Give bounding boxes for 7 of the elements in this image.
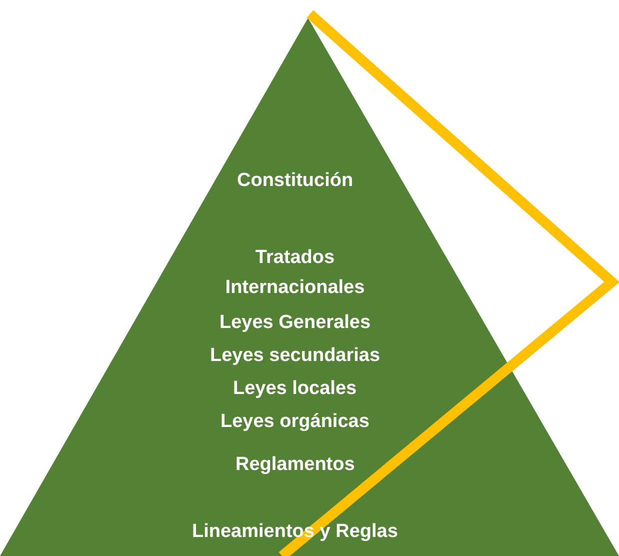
level-label: Tratados Internacionales [224,246,366,300]
level-label: Constitución [237,169,354,193]
level-label: Leyes orgánicas [220,410,370,434]
level-label: Reglamentos [236,453,355,477]
level-label: Leyes Generales [220,311,371,335]
level-label: Leyes secundarias [210,344,380,368]
level-label: Leyes locales [233,377,357,401]
